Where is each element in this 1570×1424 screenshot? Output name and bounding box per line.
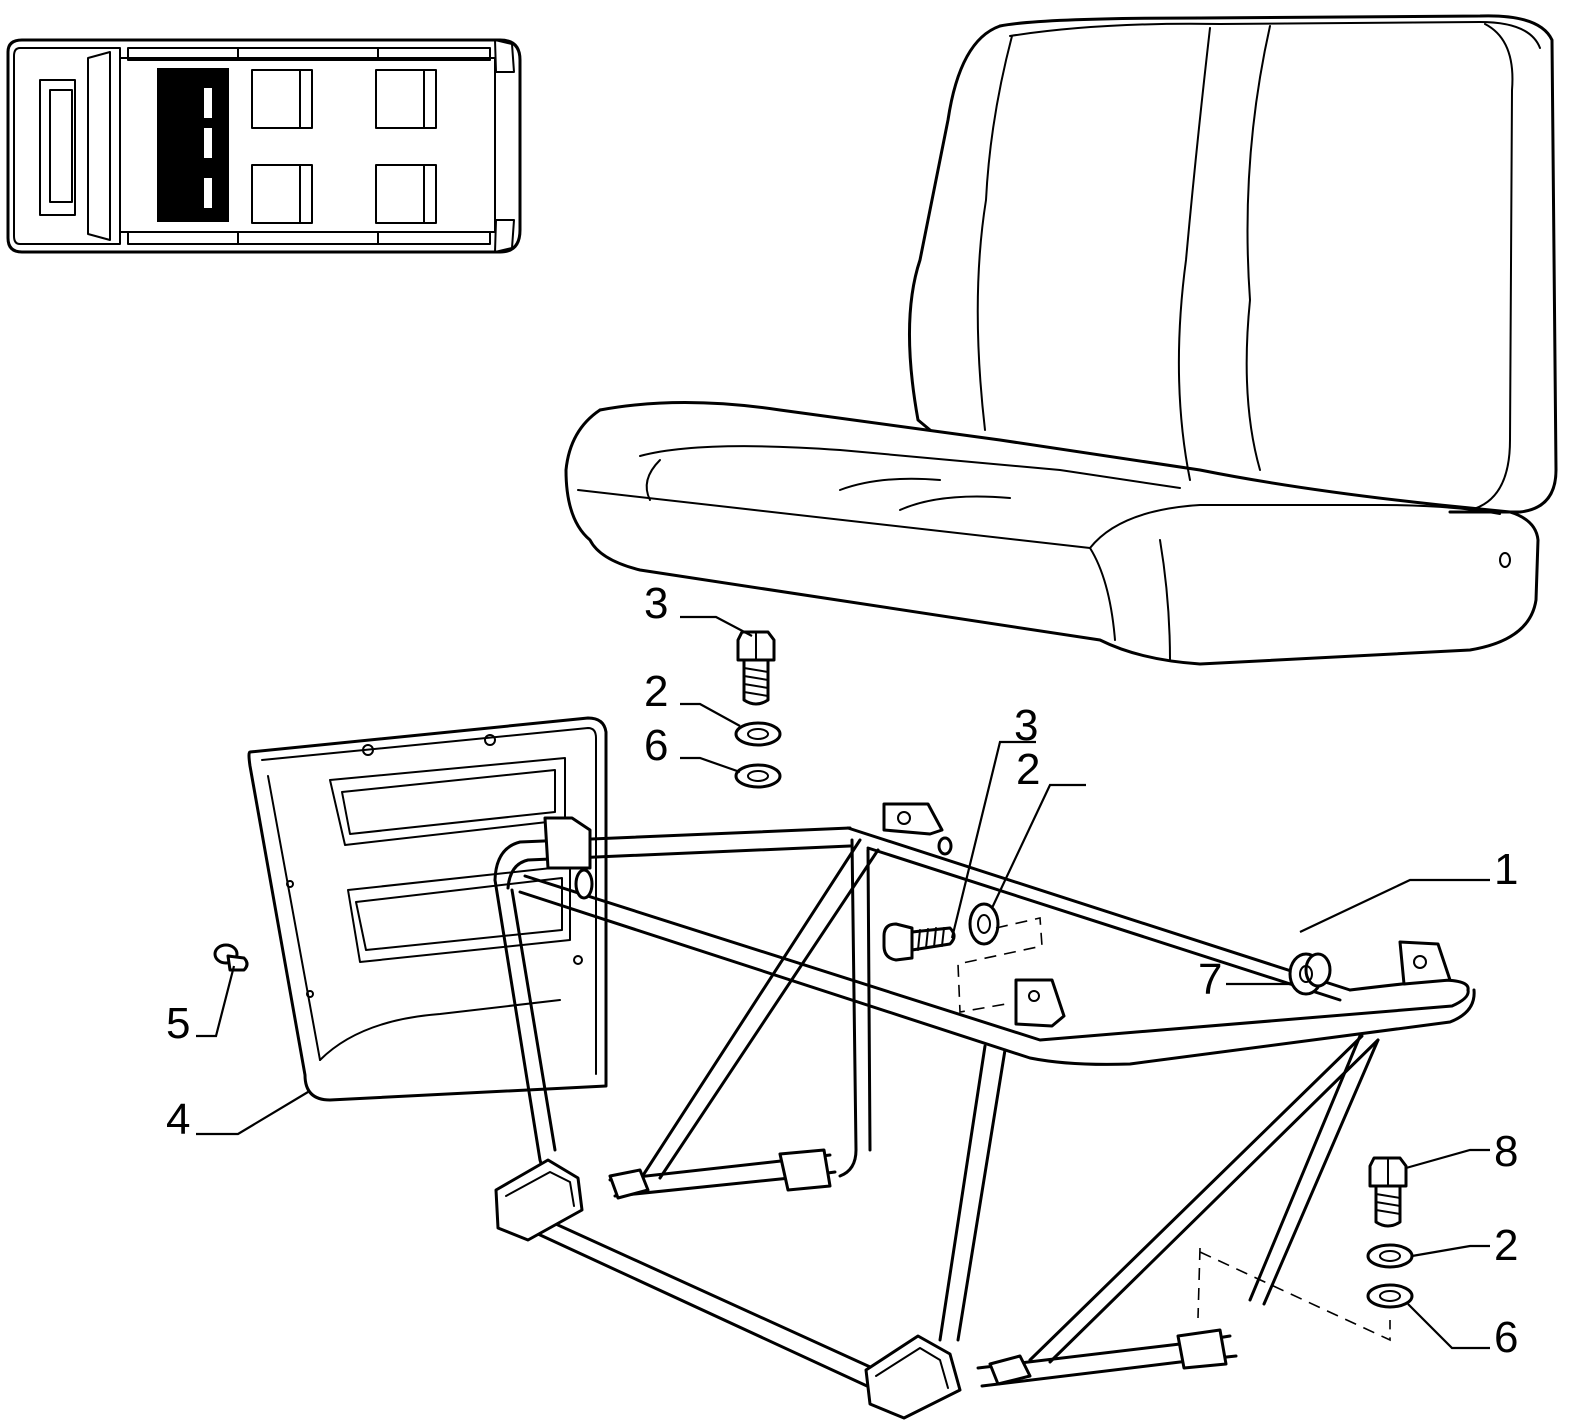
washer-2-top bbox=[734, 721, 782, 747]
washer-2-right bbox=[1366, 1243, 1414, 1269]
callout-2-mid: 2 bbox=[1016, 745, 1040, 794]
bolt-3-mid bbox=[882, 922, 956, 962]
callout-3-top: 3 bbox=[644, 579, 668, 628]
bolt-3-top bbox=[736, 630, 776, 706]
callout-1: 1 bbox=[1494, 845, 1518, 894]
washer-2-mid bbox=[968, 902, 1000, 946]
leader-lines bbox=[196, 615, 1490, 1350]
vehicle-top-view-icon bbox=[6, 38, 522, 254]
callout-7: 7 bbox=[1198, 955, 1222, 1004]
highlighted-seat-row bbox=[157, 68, 229, 222]
callout-4: 4 bbox=[166, 1095, 190, 1144]
callout-6-top: 6 bbox=[644, 721, 668, 770]
seat-bench bbox=[564, 14, 1558, 666]
side-panel-4 bbox=[247, 716, 608, 1102]
plug-5 bbox=[213, 943, 249, 972]
callout-2-right: 2 bbox=[1494, 1221, 1518, 1270]
washer-6-right bbox=[1366, 1283, 1414, 1309]
seat-frame-1 bbox=[493, 802, 1476, 1420]
callout-labels: 3 2 6 3 2 1 7 8 2 6 5 4 bbox=[166, 579, 1518, 1362]
callout-8: 8 bbox=[1494, 1127, 1518, 1176]
callout-3-mid: 3 bbox=[1014, 701, 1038, 750]
callout-2-top: 2 bbox=[644, 667, 668, 716]
callout-5: 5 bbox=[166, 999, 190, 1048]
spacer-7 bbox=[1288, 952, 1332, 996]
washer-6-top bbox=[734, 763, 782, 789]
callout-6-right: 6 bbox=[1494, 1313, 1518, 1362]
bolt-8 bbox=[1368, 1156, 1408, 1228]
